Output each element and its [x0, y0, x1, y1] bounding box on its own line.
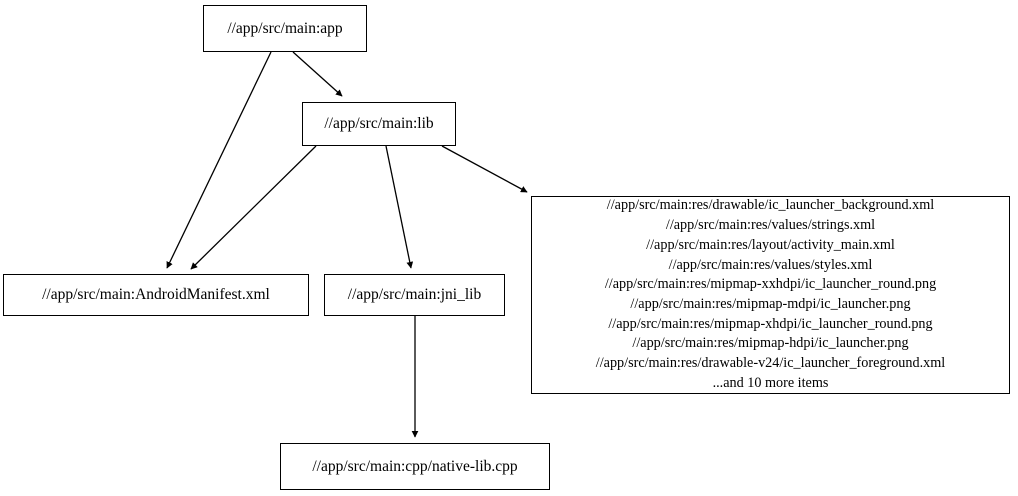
- edge-app-to-manifest: [166, 51, 272, 269]
- edge-app-to-lib: [292, 51, 343, 97]
- node-lib-label: //app/src/main:lib: [324, 115, 434, 133]
- node-resource-group-label: //app/src/main:res/drawable/ic_launcher_…: [595, 197, 946, 391]
- node-native-lib-cpp-label: //app/src/main:cpp/native-lib.cpp: [312, 457, 518, 475]
- node-android-manifest-label: //app/src/main:AndroidManifest.xml: [42, 286, 270, 304]
- node-app-label: //app/src/main:app: [227, 19, 343, 37]
- edge-lib-to-manifest: [190, 145, 317, 270]
- node-jni-lib-label: //app/src/main:jni_lib: [347, 286, 482, 304]
- edge-lib-to-res-group: [441, 145, 528, 193]
- node-lib[interactable]: //app/src/main:lib: [302, 102, 456, 146]
- node-jni-lib[interactable]: //app/src/main:jni_lib: [324, 274, 505, 316]
- node-resource-group[interactable]: //app/src/main:res/drawable/ic_launcher_…: [531, 196, 1010, 394]
- node-native-lib-cpp[interactable]: //app/src/main:cpp/native-lib.cpp: [280, 443, 550, 490]
- node-app[interactable]: //app/src/main:app: [203, 5, 367, 52]
- edge-lib-to-jni-lib: [385, 145, 414, 269]
- node-android-manifest[interactable]: //app/src/main:AndroidManifest.xml: [3, 274, 309, 316]
